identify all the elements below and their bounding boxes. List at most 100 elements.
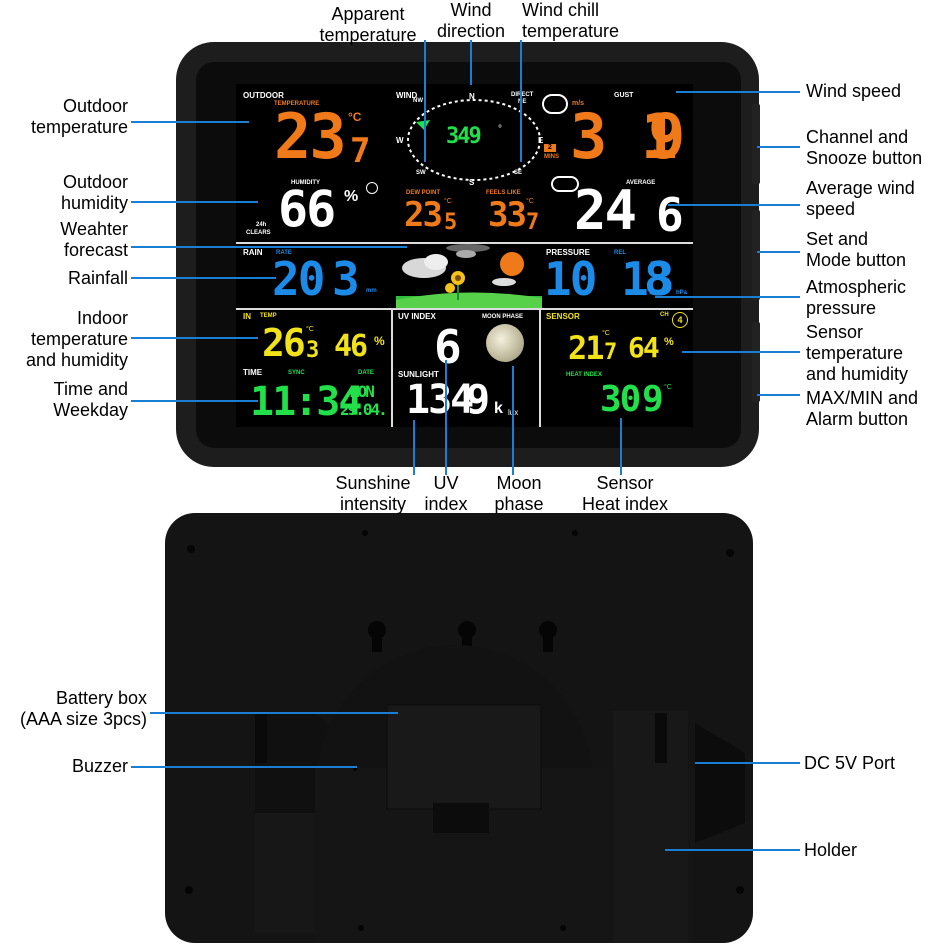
dew-point-label: DEW POINT bbox=[406, 190, 440, 196]
divider-middle bbox=[236, 308, 693, 310]
sync-label: SYNC bbox=[288, 370, 305, 376]
rainfall-value: 20 bbox=[272, 252, 325, 306]
leader-pressure bbox=[655, 296, 800, 298]
leader-outdoor-humidity bbox=[131, 201, 258, 203]
clear-icon bbox=[366, 182, 378, 194]
time-value: 11:34 bbox=[250, 379, 362, 425]
humidity-label: HUMIDITY bbox=[291, 180, 320, 186]
leader-wind-speed bbox=[676, 91, 800, 93]
indoor-temperature-unit: °C bbox=[306, 326, 314, 333]
feels-like-value: 33 bbox=[488, 195, 527, 235]
uv-index-header: UV INDEX bbox=[398, 312, 436, 321]
outdoor-humidity-unit: % bbox=[344, 188, 359, 205]
leader-max-min bbox=[757, 394, 800, 396]
clears-24h-label: 24h bbox=[256, 222, 267, 228]
indoor-humidity-unit: % bbox=[374, 334, 385, 348]
direct-label: DIRECT bbox=[511, 92, 534, 98]
weather-forecast-icon bbox=[396, 244, 542, 308]
heat-index-decimal: 9 bbox=[642, 379, 664, 420]
wind-direction-degree: ° bbox=[498, 124, 502, 135]
date-label: DATE bbox=[358, 370, 374, 376]
sensor-humidity-unit: % bbox=[664, 336, 674, 348]
max-min-alarm-button[interactable] bbox=[752, 322, 760, 402]
pressure-header: PRESSURE bbox=[546, 248, 591, 257]
leader-indoor bbox=[131, 337, 258, 339]
outdoor-temperature-decimal: 7 bbox=[350, 131, 371, 171]
leader-dc-port bbox=[695, 762, 800, 764]
time-header: TIME bbox=[243, 368, 263, 377]
compass-sw: SW bbox=[416, 170, 426, 176]
leader-weather-forecast bbox=[131, 246, 407, 248]
compass-s: S bbox=[469, 178, 475, 187]
set-mode-button[interactable] bbox=[752, 210, 760, 300]
compass-e: E bbox=[538, 136, 544, 145]
sunlight-decimal: 9 bbox=[466, 377, 490, 423]
gust-value: 3 1 bbox=[570, 100, 678, 173]
average-label: AVERAGE bbox=[626, 180, 656, 186]
sunlight-value: 134 bbox=[406, 377, 474, 423]
wind-direction-arrow-icon bbox=[416, 120, 430, 130]
leader-holder bbox=[665, 849, 800, 851]
clears-label: CLEARS bbox=[246, 230, 271, 236]
indoor-humidity-value: 46 bbox=[334, 329, 368, 364]
outdoor-temperature-unit: °C bbox=[348, 110, 362, 124]
gust-decimal: 9 bbox=[648, 100, 685, 173]
leader-buzzer bbox=[131, 766, 357, 768]
compass-nw: NW bbox=[413, 98, 423, 104]
leader-sensor bbox=[682, 351, 800, 353]
sensor-temperature-decimal: 7 bbox=[604, 340, 617, 365]
channel-snooze-button[interactable] bbox=[752, 104, 760, 184]
leader-sunshine bbox=[413, 420, 415, 475]
rate-label: RATE bbox=[276, 250, 292, 256]
rainfall-decimal: 3 bbox=[332, 252, 360, 306]
leader-time bbox=[131, 400, 258, 402]
uv-index-value: 6 bbox=[434, 320, 462, 374]
compass-w: W bbox=[396, 136, 404, 145]
wind-speed-unit: m/s bbox=[572, 100, 585, 107]
compass-se: SE bbox=[514, 170, 523, 176]
date-value: 29.04. bbox=[340, 400, 388, 419]
label-holder: Holder bbox=[804, 840, 858, 860]
leader-rainfall bbox=[131, 277, 276, 279]
label-rainfall: Rainfall bbox=[67, 268, 128, 288]
wind-direction-value: 349 bbox=[446, 124, 482, 149]
divider-left bbox=[391, 308, 393, 427]
dew-point-unit: °C bbox=[444, 198, 452, 205]
leader-uv-index bbox=[445, 360, 447, 475]
rain-header: RAIN bbox=[243, 248, 263, 257]
windy-cloud-icon bbox=[542, 94, 568, 114]
sunlight-unit-k: k bbox=[494, 400, 503, 417]
average-wind-decimal: 6 bbox=[656, 188, 684, 242]
outdoor-temperature-value: 23 bbox=[274, 100, 347, 173]
feels-like-label: FEELS LIKE bbox=[486, 190, 521, 196]
leader-average-wind bbox=[668, 204, 800, 206]
indoor-temperature-value: 26 bbox=[262, 321, 306, 365]
divider-right bbox=[539, 308, 541, 427]
pressure-decimal: 8 bbox=[644, 252, 672, 306]
channel-number: 4 bbox=[672, 312, 688, 328]
sunlight-header: SUNLIGHT bbox=[398, 370, 439, 379]
gust-label: GUST bbox=[614, 92, 634, 99]
wind-compass bbox=[407, 99, 541, 181]
compass-ne: NE bbox=[518, 99, 527, 105]
leader-set-mode bbox=[757, 251, 800, 253]
pressure-unit: hPa bbox=[676, 290, 688, 296]
compass-n: N bbox=[469, 92, 475, 101]
leader-heat-index bbox=[620, 418, 622, 475]
rel-label: REL bbox=[614, 250, 626, 256]
leader-outdoor-temperature bbox=[131, 121, 249, 123]
outdoor-humidity-value: 66 bbox=[278, 180, 336, 238]
